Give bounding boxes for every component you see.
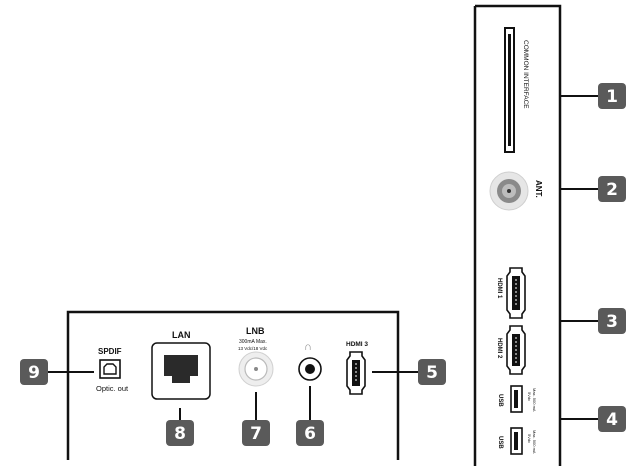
callout-badge-6: 6 <box>296 420 324 446</box>
svg-text:3: 3 <box>606 312 618 332</box>
hdmi2-label: HDMI 2 <box>496 338 502 359</box>
svg-text:6: 6 <box>304 424 316 444</box>
hdmi1-label: HDMI 1 <box>496 278 502 299</box>
hdmi3-label: HDMI 3 <box>346 341 368 348</box>
callout-badge-8: 8 <box>166 420 194 446</box>
svg-text:7: 7 <box>250 424 262 444</box>
callout-badge-5: 5 <box>418 359 446 385</box>
usb2-label: USB <box>497 436 503 449</box>
svg-text:5: 5 <box>426 363 438 383</box>
usb1-spec-a: 5Vdc <box>527 392 532 401</box>
lnb-spec-2: 13 Vdc/18 Vdc <box>238 346 268 351</box>
common-interface-slot <box>504 27 515 153</box>
usb1-port <box>510 385 523 413</box>
usb1-label: USB <box>497 394 503 407</box>
optic-out-label: Optic. out <box>96 384 129 393</box>
hdmi3-port <box>346 351 366 395</box>
lnb-label: LNB <box>246 326 265 336</box>
common-interface-label: COMMON INTERFACE <box>522 40 529 109</box>
callout-badge-3: 3 <box>598 308 626 334</box>
lnb-spec-1: 300mA Max. <box>239 339 267 345</box>
usb2-spec-a: 5Vdc <box>527 434 532 443</box>
usb2-spec-b: Max. 500 mA <box>532 430 537 454</box>
usb2-port <box>510 427 523 455</box>
spdif-optical-port <box>99 359 121 379</box>
svg-text:4: 4 <box>606 410 618 430</box>
headphone-jack <box>298 357 322 381</box>
svg-text:8: 8 <box>174 424 186 444</box>
antenna-connector <box>489 171 529 211</box>
bottom-panel-border <box>66 310 400 460</box>
hdmi2-port <box>506 325 526 375</box>
svg-text:2: 2 <box>606 180 618 200</box>
hdmi1-port <box>506 267 526 319</box>
callout-badge-2: 2 <box>598 176 626 202</box>
svg-text:9: 9 <box>28 363 40 383</box>
lan-label: LAN <box>172 330 191 340</box>
callout-badge-1: 1 <box>598 83 626 109</box>
svg-text:1: 1 <box>606 87 618 107</box>
lan-port <box>151 342 211 400</box>
callout-badge-9: 9 <box>20 359 48 385</box>
lnb-connector <box>238 351 274 387</box>
spdif-label: SPDIF <box>98 347 122 356</box>
usb1-spec-b: Max. 500 mA <box>532 388 537 412</box>
callout-badge-4: 4 <box>598 406 626 432</box>
ant-label: ANT. <box>534 180 543 198</box>
callout-badge-7: 7 <box>242 420 270 446</box>
headphone-icon: ∩ <box>304 341 312 353</box>
side-panel-border <box>475 4 562 466</box>
